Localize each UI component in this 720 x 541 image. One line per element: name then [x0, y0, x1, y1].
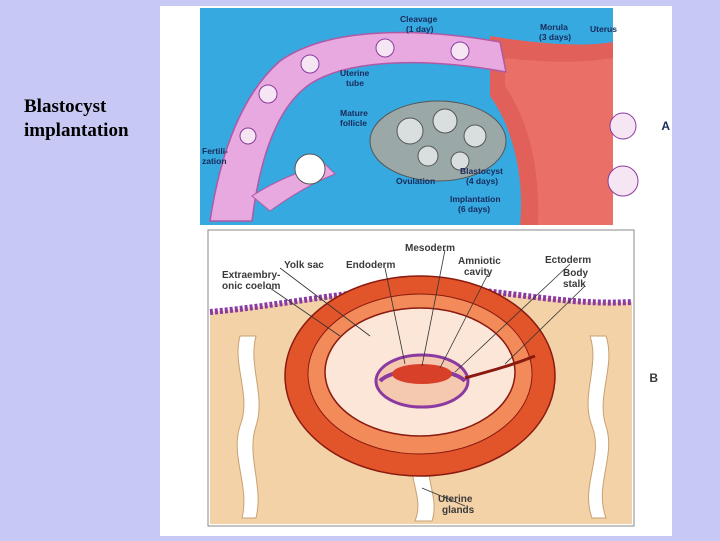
leader-lines — [269, 249, 586, 507]
amniotic-cavity — [392, 364, 452, 384]
figure-panel: Cleavage (1 day) Morula (3 days) Uterus … — [160, 6, 672, 536]
oocyte-circle — [294, 153, 326, 185]
label-endoderm: Endoderm — [346, 260, 396, 271]
label-mesoderm: Mesoderm — [405, 243, 455, 254]
panel-b: Mesoderm Yolk sac Endoderm Amniotic cavi… — [207, 229, 658, 527]
label-amniotic-1: Amniotic — [458, 256, 501, 267]
uterine-wall-inner — [505, 58, 613, 225]
label-ovulation: Ovulation — [396, 176, 435, 186]
slide-title-line2: implantation — [24, 120, 129, 141]
cleavage-circle-3 — [375, 38, 395, 58]
cleavage-circle-1 — [258, 84, 278, 104]
label-fertilization-2: zation — [202, 156, 227, 166]
follicle-3 — [463, 124, 487, 148]
label-uterus: Uterus — [590, 24, 617, 34]
morula-circle — [450, 41, 470, 61]
label-uterine-glands-2: glands — [442, 505, 475, 516]
slide-title: Blastocyst implantation — [24, 95, 129, 143]
label-mature-follicle-1: Mature — [340, 108, 368, 118]
label-morula-1: Morula — [540, 22, 568, 32]
follicle-4 — [417, 145, 439, 167]
label-uterine-tube-1: Uterine — [340, 68, 370, 78]
figure-svg: Cleavage (1 day) Morula (3 days) Uterus … — [200, 8, 670, 527]
blastocyst-circle-2 — [607, 165, 639, 197]
follicle-1 — [396, 117, 424, 145]
panel-a: Cleavage (1 day) Morula (3 days) Uterus … — [200, 8, 670, 225]
label-morula-2: (3 days) — [539, 32, 571, 42]
uterine-gland-right — [587, 335, 610, 519]
label-blastocyst-2: (4 days) — [466, 176, 498, 186]
label-cleavage-1: Cleavage — [400, 14, 438, 24]
label-extraembryonic-1: Extraembry- — [222, 270, 280, 281]
label-uterine-glands-1: Uterine — [438, 494, 473, 505]
label-mature-follicle-2: follicle — [340, 118, 367, 128]
label-implantation-1: Implantation — [450, 194, 501, 204]
label-body-stalk-1: Body — [563, 268, 588, 279]
uterine-gland-left — [236, 335, 260, 519]
label-amniotic-2: cavity — [464, 267, 493, 278]
panel-b-letter: B — [649, 371, 658, 385]
follicle-2 — [432, 108, 458, 134]
label-cleavage-2: (1 day) — [406, 24, 434, 34]
label-fertilization-1: Fertili- — [202, 146, 228, 156]
label-extraembryonic-2: onic coelom — [222, 281, 280, 292]
label-implantation-2: (6 days) — [458, 204, 490, 214]
label-uterine-tube-2: tube — [346, 78, 364, 88]
label-ectoderm: Ectoderm — [545, 255, 591, 266]
follicle-5 — [450, 151, 470, 171]
body-stalk — [464, 354, 536, 380]
label-yolk-sac: Yolk sac — [284, 260, 324, 271]
label-blastocyst-1: Blastocyst — [460, 166, 503, 176]
label-body-stalk-2: stalk — [563, 279, 586, 290]
uterine-tube — [209, 31, 507, 222]
cleavage-circle-2 — [300, 54, 320, 74]
zygote-circle — [239, 127, 257, 145]
panel-a-letter: A — [661, 119, 670, 133]
blastocyst-circle-1 — [609, 112, 637, 140]
slide-title-line1: Blastocyst — [24, 96, 107, 117]
